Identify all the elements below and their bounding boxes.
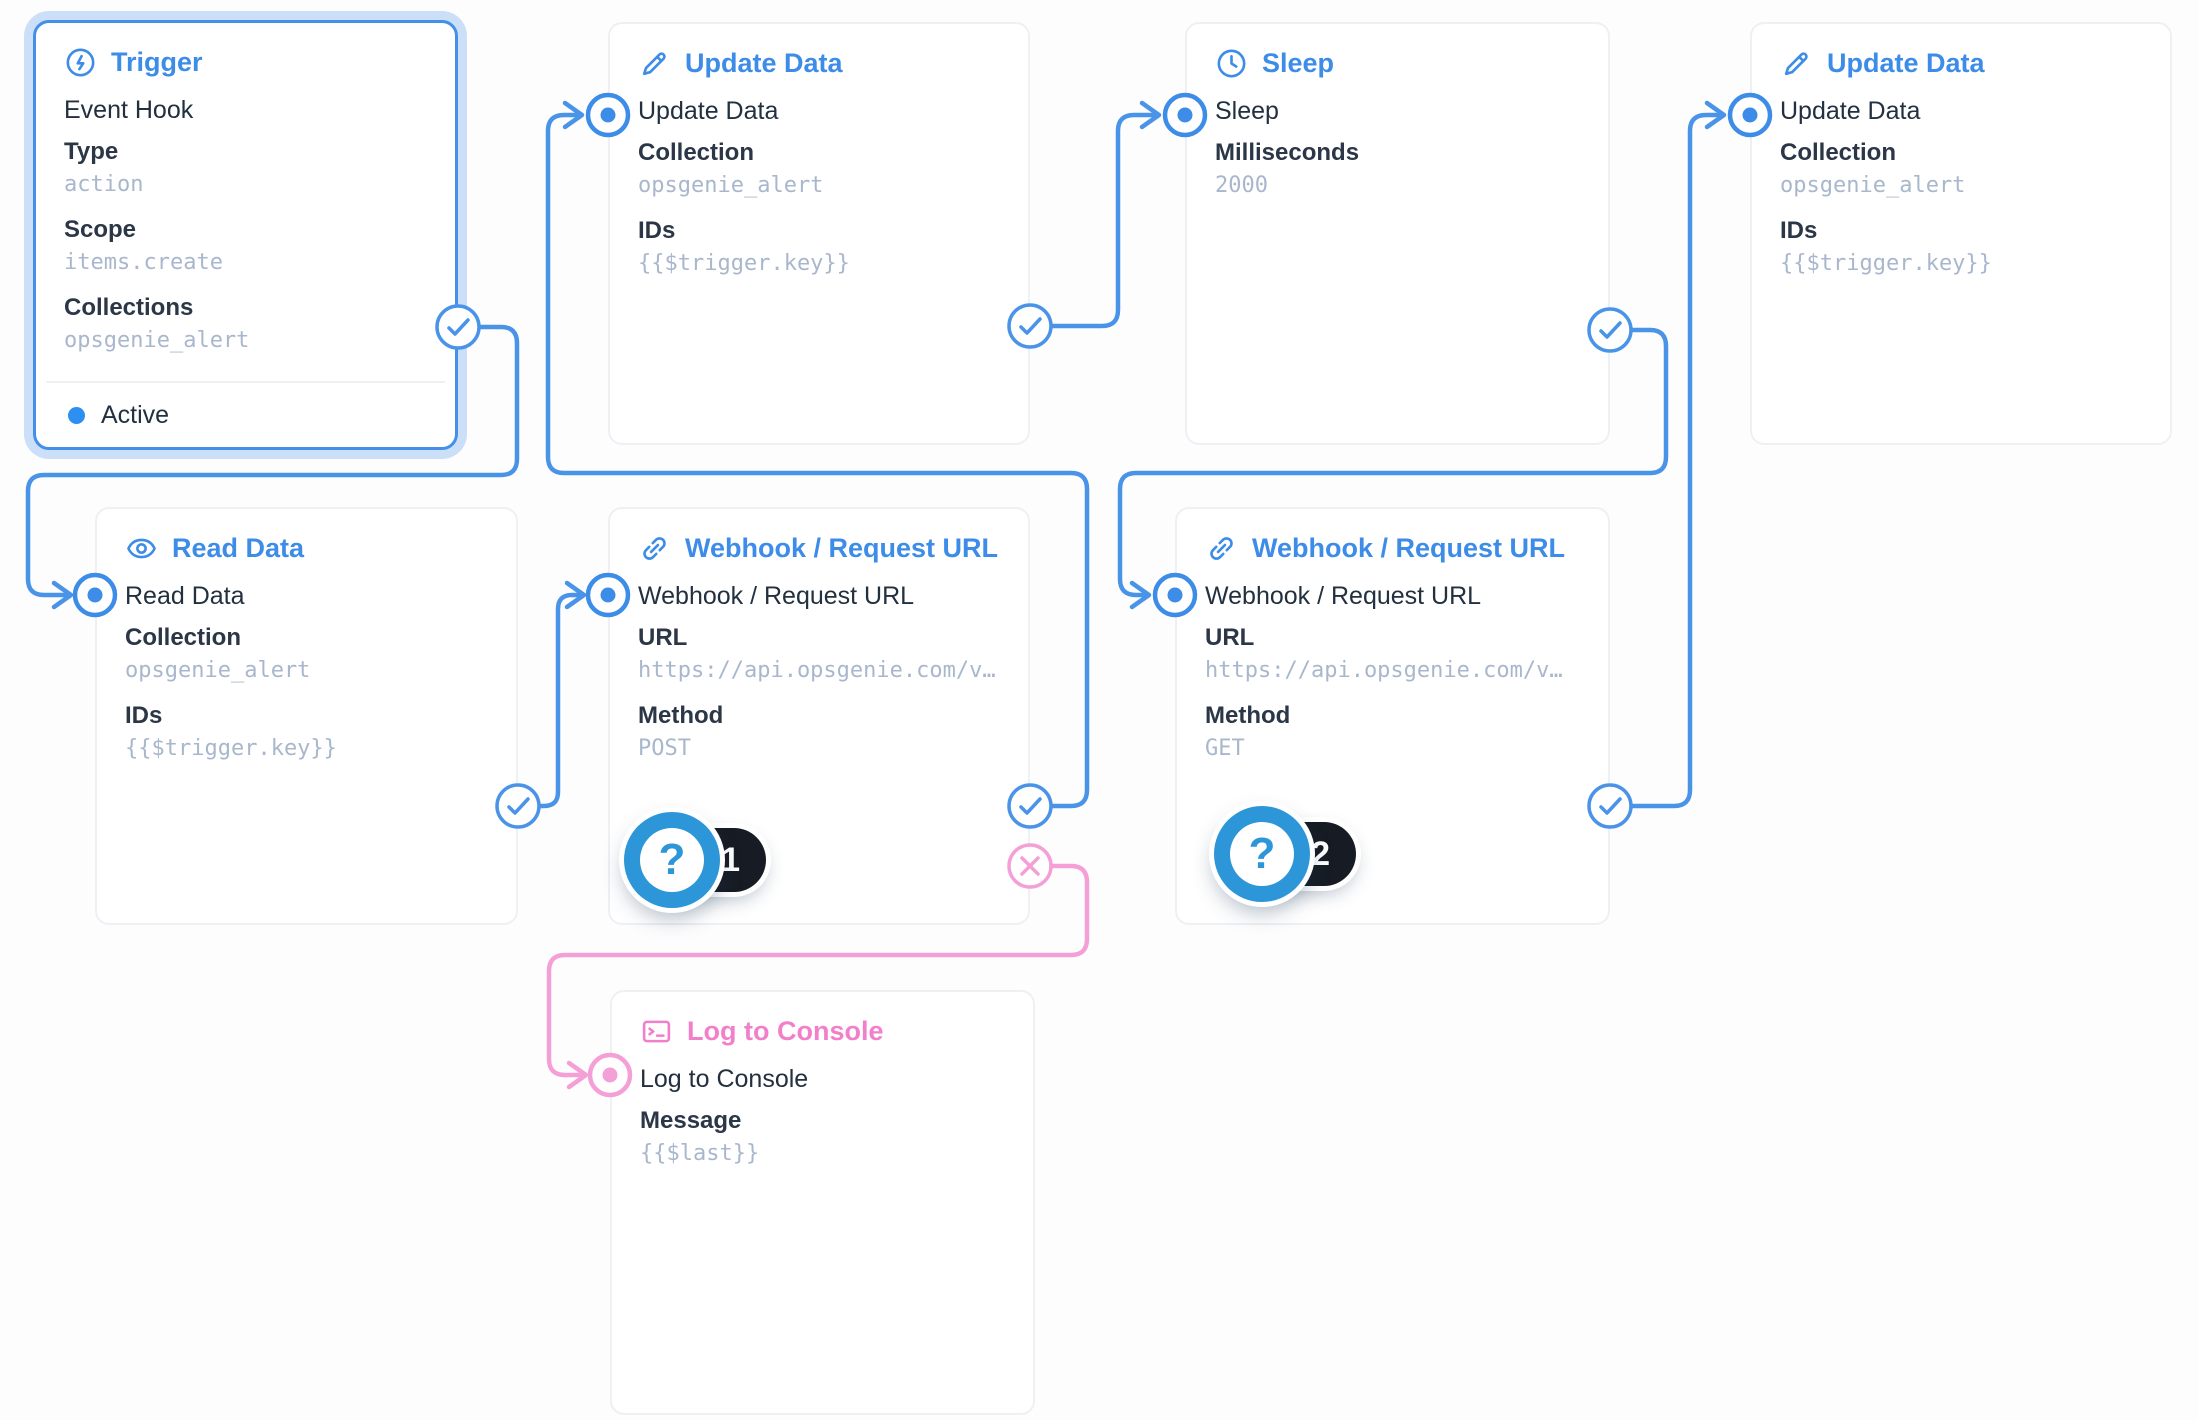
status-badge: Active (101, 400, 170, 429)
field: Collection opsgenie_alert (638, 139, 824, 198)
operation-name: Update Data (1780, 97, 1921, 125)
eye-icon (127, 538, 156, 558)
wire-arrowhead (566, 1060, 589, 1090)
wire-arrowhead (1129, 580, 1152, 610)
wire-arrowhead (1139, 100, 1162, 130)
node-title: Webhook / Request URL (638, 531, 1000, 565)
field: Type action (64, 138, 144, 197)
field: URL https://api.opsgenie.com/v… (1205, 624, 1563, 683)
question-badge-icon: ? (1214, 806, 1310, 902)
field: URL https://api.opsgenie.com/v… (638, 624, 996, 683)
node-title: Trigger (64, 45, 427, 79)
webhook-post-step-badge[interactable]: 1 ? (624, 812, 766, 908)
question-badge-icon: ? (624, 812, 720, 908)
field: Message {{$last}} (640, 1107, 760, 1166)
field: Scope items.create (64, 216, 223, 275)
field: IDs {{$trigger.key}} (638, 217, 850, 276)
operation-name: Update Data (638, 97, 779, 125)
node-title-label: Webhook / Request URL (1252, 533, 1566, 563)
node-title-label: Update Data (1827, 48, 1985, 78)
node-title: Log to Console (640, 1014, 1005, 1048)
operation-name: Read Data (125, 582, 245, 610)
pencil-icon (1784, 51, 1808, 75)
field: Milliseconds 2000 (1215, 139, 1360, 198)
node-title: Update Data (1780, 46, 2142, 80)
node-title: Webhook / Request URL (1205, 531, 1580, 565)
trigger-node[interactable]: Trigger Event Hook Type action Scope ite… (33, 20, 458, 450)
zap-circle-icon (66, 48, 95, 76)
update-data-1-node[interactable]: Update Data Update Data Collection opsge… (608, 22, 1030, 445)
node-title-label: Read Data (172, 533, 305, 563)
node-title: Read Data (125, 531, 488, 565)
field: Collection opsgenie_alert (125, 624, 311, 683)
field: Collection opsgenie_alert (1780, 139, 1966, 198)
wire-arrowhead (1704, 100, 1727, 130)
wire-read-data-to-webhook-post (538, 592, 585, 809)
wire-arrowhead (562, 100, 585, 130)
node-title-label: Log to Console (687, 1016, 884, 1046)
read-data-node[interactable]: Read Data Read Data Collection opsgenie_… (95, 507, 518, 925)
wire-webhook-get-to-update-data-2 (1630, 112, 1725, 809)
link-icon (643, 536, 666, 560)
link-icon (1210, 536, 1233, 560)
wire-update-data-1-to-sleep (1050, 112, 1160, 329)
node-title-label: Update Data (685, 48, 843, 78)
pencil-icon (642, 51, 666, 75)
field: Method POST (638, 702, 724, 761)
wire-arrowhead (564, 580, 587, 610)
log-to-console-node[interactable]: Log to Console Log to Console Message {{… (610, 990, 1035, 1415)
active-status-dot (68, 406, 85, 424)
node-title-label: Webhook / Request URL (685, 533, 999, 563)
field: Method GET (1205, 702, 1291, 761)
node-title-label: Trigger (111, 47, 203, 77)
operation-name: Webhook / Request URL (638, 582, 915, 610)
field: Collections opsgenie_alert (64, 294, 250, 353)
node-title: Sleep (1215, 46, 1580, 80)
webhook-get-step-badge[interactable]: 2 ? (1214, 806, 1356, 902)
node-title-label: Sleep (1262, 48, 1335, 78)
trigger-status-row: Active (46, 381, 445, 447)
operation-name: Log to Console (640, 1065, 809, 1093)
update-data-2-node[interactable]: Update Data Update Data Collection opsge… (1750, 22, 2172, 445)
node-title: Update Data (638, 46, 1000, 80)
operation-name: Webhook / Request URL (1205, 582, 1482, 610)
terminal-icon (642, 1020, 671, 1042)
field: IDs {{$trigger.key}} (125, 702, 337, 761)
field: IDs {{$trigger.key}} (1780, 217, 1992, 276)
wire-arrowhead (51, 580, 74, 610)
sleep-node[interactable]: Sleep Sleep Milliseconds 2000 (1185, 22, 1610, 445)
clock-icon (1217, 49, 1246, 77)
operation-name: Event Hook (64, 96, 194, 124)
operation-name: Sleep (1215, 97, 1279, 125)
